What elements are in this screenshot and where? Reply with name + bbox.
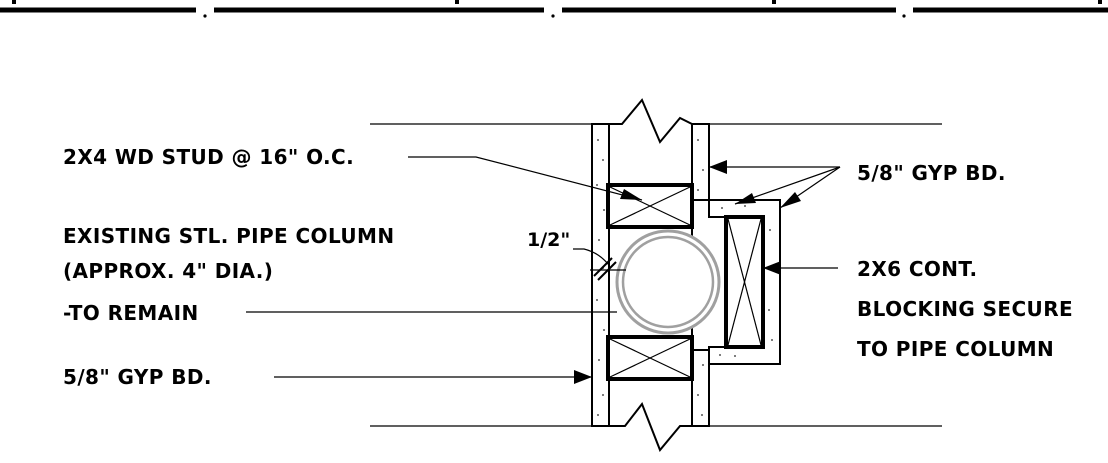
note-gap-dimension: 1/2" bbox=[527, 229, 570, 251]
note-column-line1: EXISTING STL. PIPE COLUMN bbox=[63, 224, 394, 248]
break-lines bbox=[609, 98, 693, 452]
wood-stud-bottom bbox=[606, 335, 694, 381]
leader-gyp-left bbox=[274, 370, 592, 384]
note-blocking-line2: BLOCKING SECURE bbox=[857, 297, 1073, 321]
note-column-line3: -TO REMAIN bbox=[63, 301, 199, 325]
leader-gyp-right bbox=[709, 160, 841, 209]
wall-extent-lines bbox=[370, 123, 942, 427]
note-column-line2: (APPROX. 4" DIA.) bbox=[63, 259, 273, 283]
gyp-board-left bbox=[591, 123, 610, 427]
leader-stud bbox=[408, 156, 643, 201]
leader-blocking bbox=[763, 261, 838, 275]
note-blocking-line1: 2X6 CONT. bbox=[857, 257, 977, 281]
note-gyp-right: 5/8" GYP BD. bbox=[857, 161, 1006, 185]
note-gyp-left: 5/8" GYP BD. bbox=[63, 365, 212, 389]
gap-dimension bbox=[573, 248, 626, 281]
wood-blocking-2x6 bbox=[724, 215, 765, 349]
wood-stud-top bbox=[606, 183, 694, 229]
note-blocking-line3: TO PIPE COLUMN bbox=[857, 337, 1054, 361]
title-border-bar bbox=[0, 0, 1108, 18]
steel-pipe-column bbox=[615, 229, 721, 335]
note-stud: 2X4 WD STUD @ 16" O.C. bbox=[63, 145, 354, 169]
